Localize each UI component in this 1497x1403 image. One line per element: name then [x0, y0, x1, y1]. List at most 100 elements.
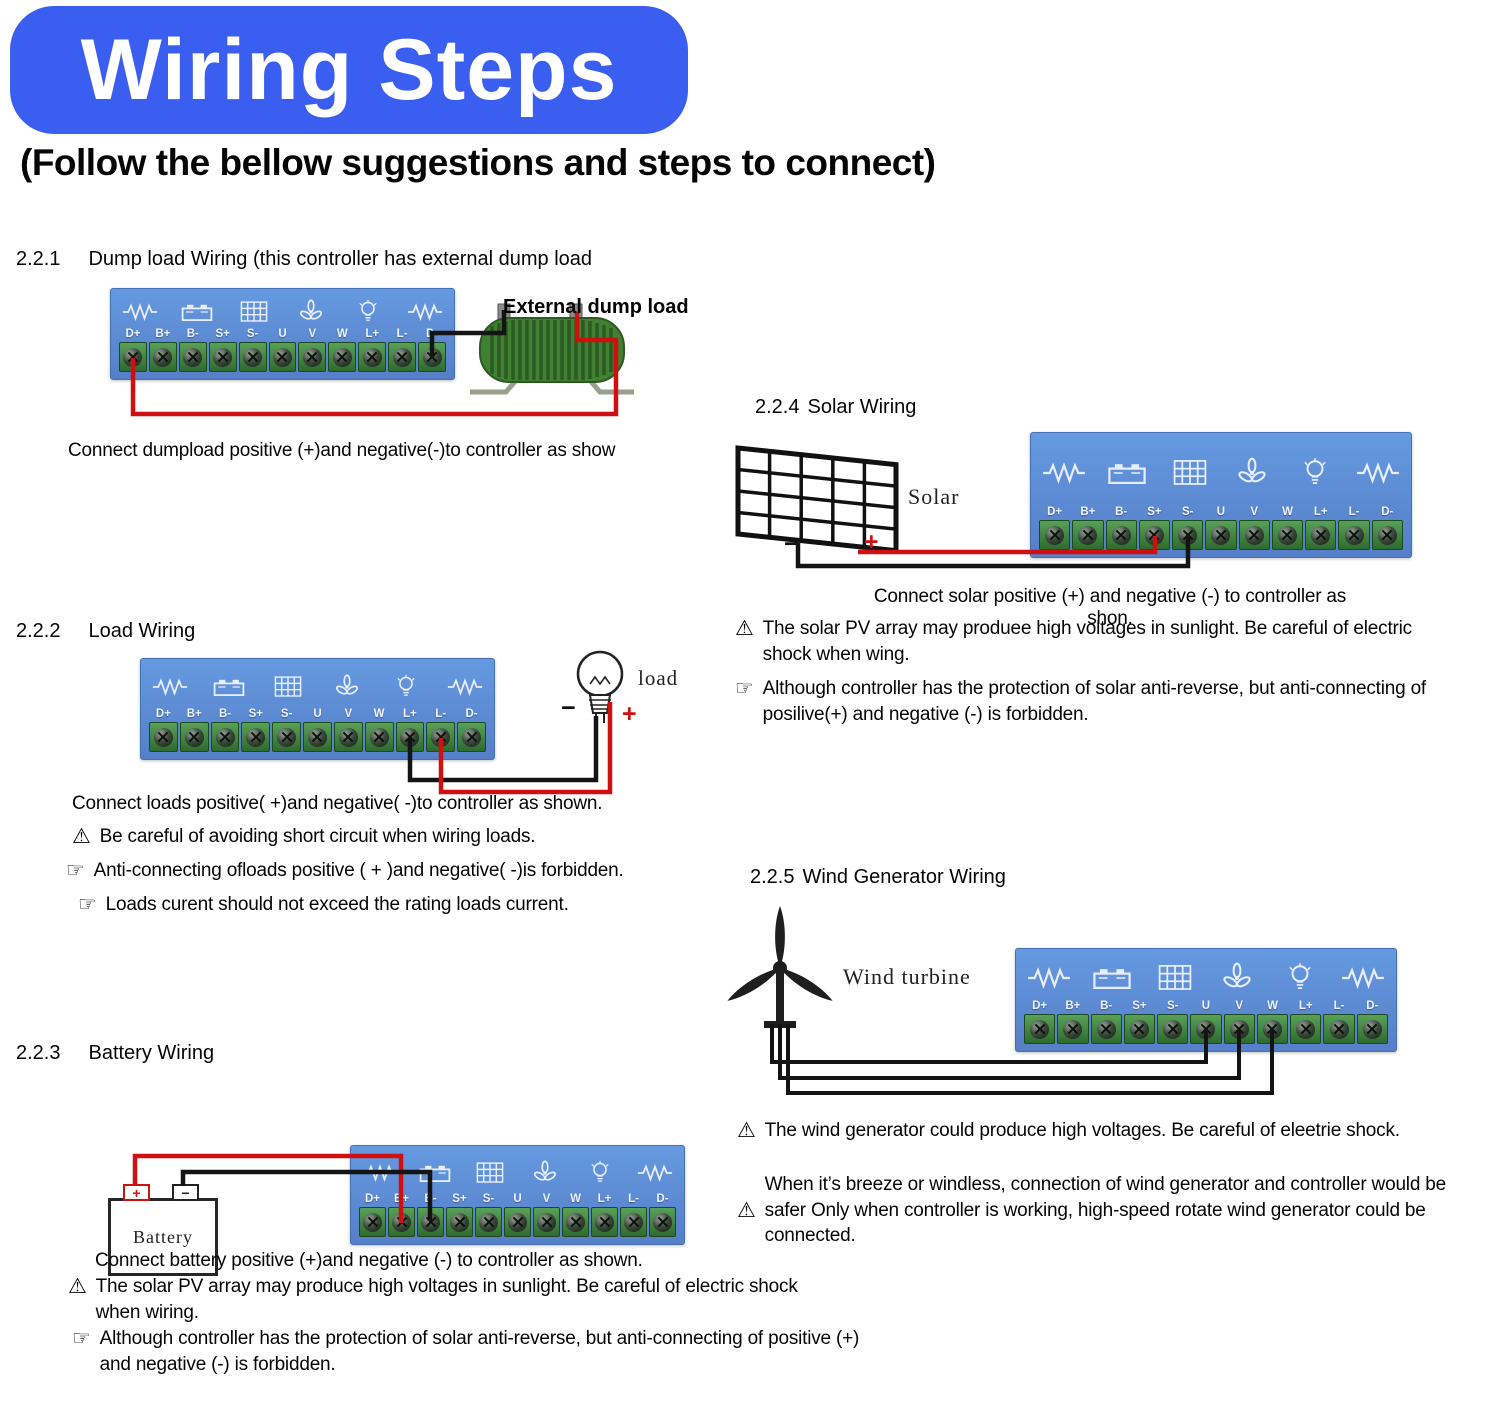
terminal-screw — [303, 722, 332, 752]
section-title: Solar Wiring — [807, 396, 917, 418]
section-title: Battery Wiring — [88, 1042, 215, 1064]
page-subtitle: (Follow the bellow suggestions and steps… — [20, 142, 936, 183]
battery-caption: Connect battery positive (+)and negative… — [95, 1250, 643, 1271]
wind-warning-2-text: When it’s breeze or windless, connection… — [764, 1174, 1447, 1247]
terminal-label: U — [278, 328, 287, 340]
terminal-screw — [1323, 1014, 1355, 1044]
terminal-label: D+ — [1047, 506, 1063, 518]
terminal-screw — [1039, 520, 1071, 550]
section-title: Dump load Wiring (this controller has ex… — [88, 248, 593, 270]
section-number: 2.2.5 — [750, 866, 795, 888]
section-number: 2.2.3 — [16, 1042, 61, 1064]
section-number: 2.2.4 — [755, 396, 800, 418]
terminal-label: L- — [1348, 506, 1360, 518]
controller-terminal-strip — [1039, 520, 1403, 550]
battery-icon — [417, 1160, 453, 1186]
solar-caption: Connect solar positive (+) and negative … — [873, 586, 1347, 629]
terminal-screw — [388, 342, 417, 372]
terminal-screw — [418, 342, 446, 372]
terminal-label: U — [313, 708, 322, 720]
terminal-screw — [1105, 520, 1137, 550]
section-heading-solar: 2.2.4 Solar Wiring — [755, 396, 916, 419]
terminal-label: L- — [396, 328, 408, 340]
solar-panel-icon — [1168, 457, 1212, 489]
terminal-screw — [178, 342, 207, 372]
terminal-label: S+ — [1132, 1000, 1147, 1012]
terminal-screw — [417, 1207, 444, 1237]
load-negative-sign: − — [561, 694, 576, 722]
load-label: load — [638, 666, 679, 690]
resistor-icon — [447, 674, 483, 700]
terminal-label: S+ — [215, 328, 230, 340]
solar-panel-device — [735, 445, 899, 554]
wind-turbine-icon — [293, 299, 329, 325]
bulb-icon — [388, 674, 424, 700]
terminal-label: B+ — [393, 1193, 410, 1205]
battery-icon — [1090, 962, 1134, 994]
load-caption: Connect loads positive( +)and negative( … — [72, 793, 603, 814]
controller-icons — [359, 1152, 676, 1193]
terminal-label: B- — [218, 708, 232, 720]
resistor-icon — [1027, 962, 1071, 994]
terminal-screw — [1190, 1014, 1222, 1044]
terminal-label: W — [373, 708, 385, 720]
terminal-screw — [388, 1207, 415, 1237]
terminal-label: D+ — [1032, 1000, 1048, 1012]
bulb-icon — [350, 299, 386, 325]
terminal-screw — [1072, 520, 1104, 550]
warning-icon: ⚠ — [735, 617, 754, 640]
terminal-label: V — [308, 328, 317, 340]
solar-panel-icon — [1153, 962, 1197, 994]
terminal-screw — [457, 722, 486, 752]
controller-terminal-strip — [359, 1207, 676, 1237]
terminal-screw — [1138, 520, 1171, 550]
terminal-label: S+ — [452, 1193, 467, 1205]
bulb-icon — [582, 1160, 618, 1186]
terminal-screw — [426, 722, 456, 752]
controller-icons — [1024, 955, 1388, 1000]
solar-label: Solar — [908, 484, 960, 509]
terminal-screw — [1356, 1014, 1388, 1044]
resistor-icon — [152, 674, 188, 700]
terminal-label: L+ — [403, 708, 417, 720]
terminal-label: S- — [280, 708, 293, 720]
terminal-label: B+ — [1080, 506, 1096, 518]
terminal-label: L+ — [1298, 1000, 1313, 1012]
terminal-screw — [1172, 520, 1204, 550]
terminal-label: D- — [465, 708, 478, 720]
load-note-1: ☞ Anti-connecting ofloads positive ( + )… — [66, 858, 706, 884]
controller-terminal-strip — [149, 722, 486, 752]
warning-icon: ⚠ — [72, 825, 91, 848]
battery-warning-text: The solar PV array may produce high volt… — [95, 1276, 798, 1323]
terminal-label: B+ — [186, 708, 202, 720]
wind-turbine-label: Wind turbine — [843, 964, 971, 989]
terminal-screw — [364, 722, 394, 752]
terminal-label: S+ — [1147, 506, 1162, 518]
battery-icon — [211, 674, 247, 700]
terminal-label: L- — [435, 708, 447, 720]
resistor-icon — [407, 299, 443, 325]
controller-terminal-strip — [119, 342, 446, 372]
terminal-screw — [1338, 520, 1370, 550]
wind-warning-1-text: The wind generator could produce high vo… — [764, 1120, 1400, 1141]
terminal-screw — [1024, 1014, 1056, 1044]
solar-negative-sign: − — [784, 530, 799, 558]
wind-turbine-icon — [1215, 962, 1259, 994]
terminal-label: W — [336, 328, 348, 340]
terminal-label: V — [344, 708, 353, 720]
bulb-icon — [1278, 962, 1322, 994]
terminal-screw — [649, 1207, 676, 1237]
wind-turbine-icon — [527, 1160, 563, 1186]
terminal-label: S- — [1166, 1000, 1179, 1012]
terminal-screw — [333, 722, 363, 752]
battery-warning: ⚠ The solar PV array may produce high vo… — [68, 1274, 808, 1325]
load-warning-text: Be careful of avoiding short circuit whe… — [99, 826, 536, 847]
